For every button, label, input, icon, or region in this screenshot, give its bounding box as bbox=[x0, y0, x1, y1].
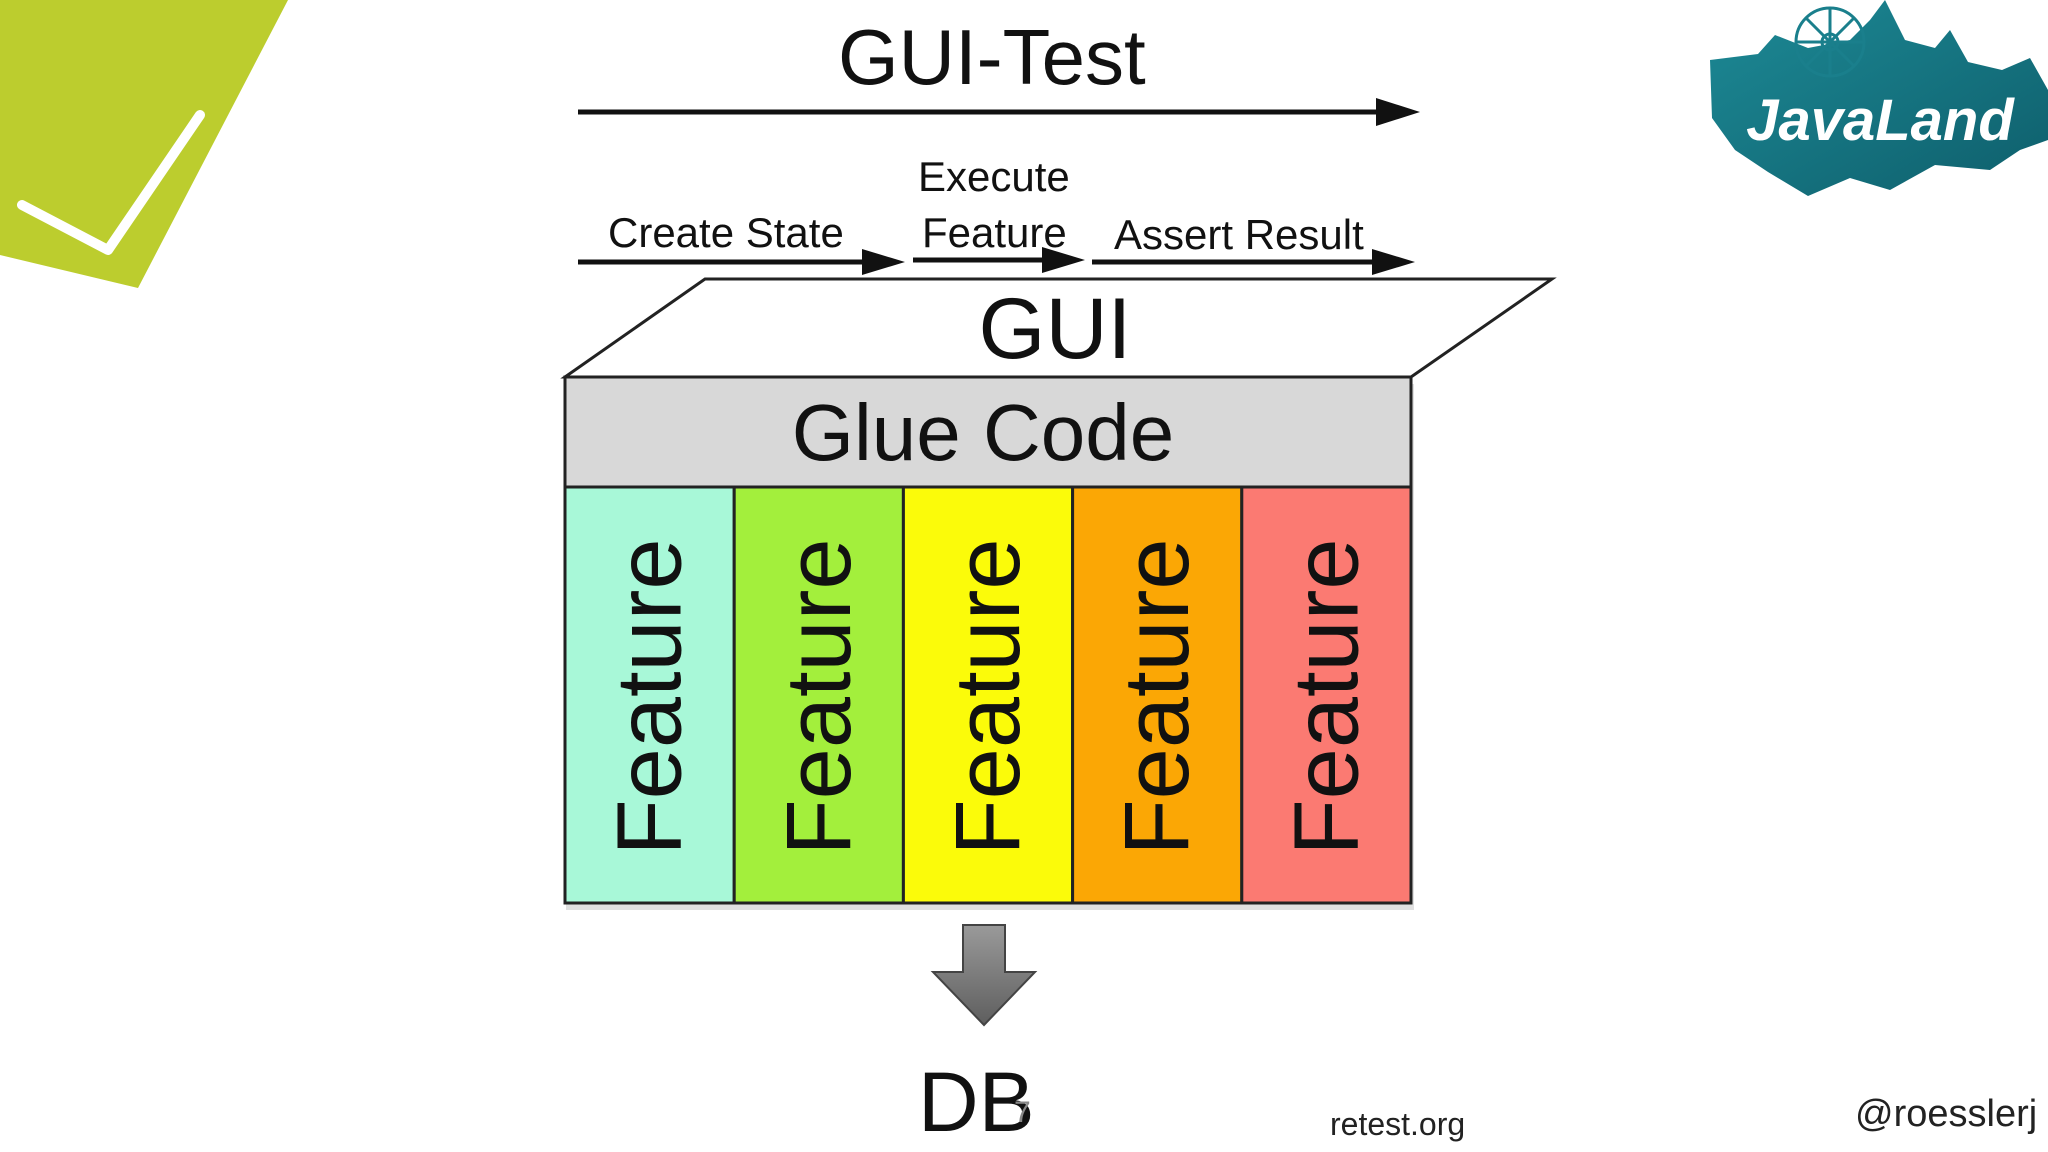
javaland-logo: JavaLand bbox=[1710, 0, 2048, 196]
step-assert-result: Assert Result bbox=[1114, 211, 1364, 258]
retest-corner-logo bbox=[0, 0, 288, 288]
feature-label-2: Feature bbox=[768, 538, 870, 855]
step-execute-line1: Execute bbox=[918, 153, 1070, 200]
feature-column-5 bbox=[1240, 485, 1413, 905]
footer-handle[interactable]: @roesslerj bbox=[1855, 1093, 2038, 1135]
feature-label-4: Feature bbox=[1106, 538, 1208, 855]
feature-label-3: Feature bbox=[937, 538, 1039, 855]
step-create-state: Create State bbox=[608, 209, 844, 256]
feature-column-2 bbox=[732, 485, 905, 905]
footer-site[interactable]: retest.org bbox=[1330, 1106, 1466, 1142]
feature-column-3 bbox=[901, 485, 1075, 905]
step-execute-line2: Feature bbox=[922, 209, 1067, 256]
db-label: DB bbox=[918, 1055, 1035, 1149]
gui-test-arrow bbox=[578, 98, 1420, 126]
db-arrow bbox=[930, 924, 1038, 1027]
page-number: 7 bbox=[1014, 1096, 1031, 1129]
assert-result-arrow bbox=[1092, 249, 1415, 275]
feature-label-1: Feature bbox=[599, 538, 701, 855]
feature-column-1 bbox=[563, 485, 736, 905]
feature-columns: Feature Feature Feature Feature Feature bbox=[563, 485, 1413, 905]
glue-code-label: Glue Code bbox=[792, 388, 1174, 477]
gui-label: GUI bbox=[979, 281, 1132, 377]
javaland-logo-text: JavaLand bbox=[1746, 88, 2015, 153]
execute-feature-arrow bbox=[913, 247, 1085, 273]
create-state-arrow bbox=[578, 249, 905, 275]
slide-title: GUI-Test bbox=[838, 13, 1146, 101]
feature-label-5: Feature bbox=[1275, 538, 1377, 855]
